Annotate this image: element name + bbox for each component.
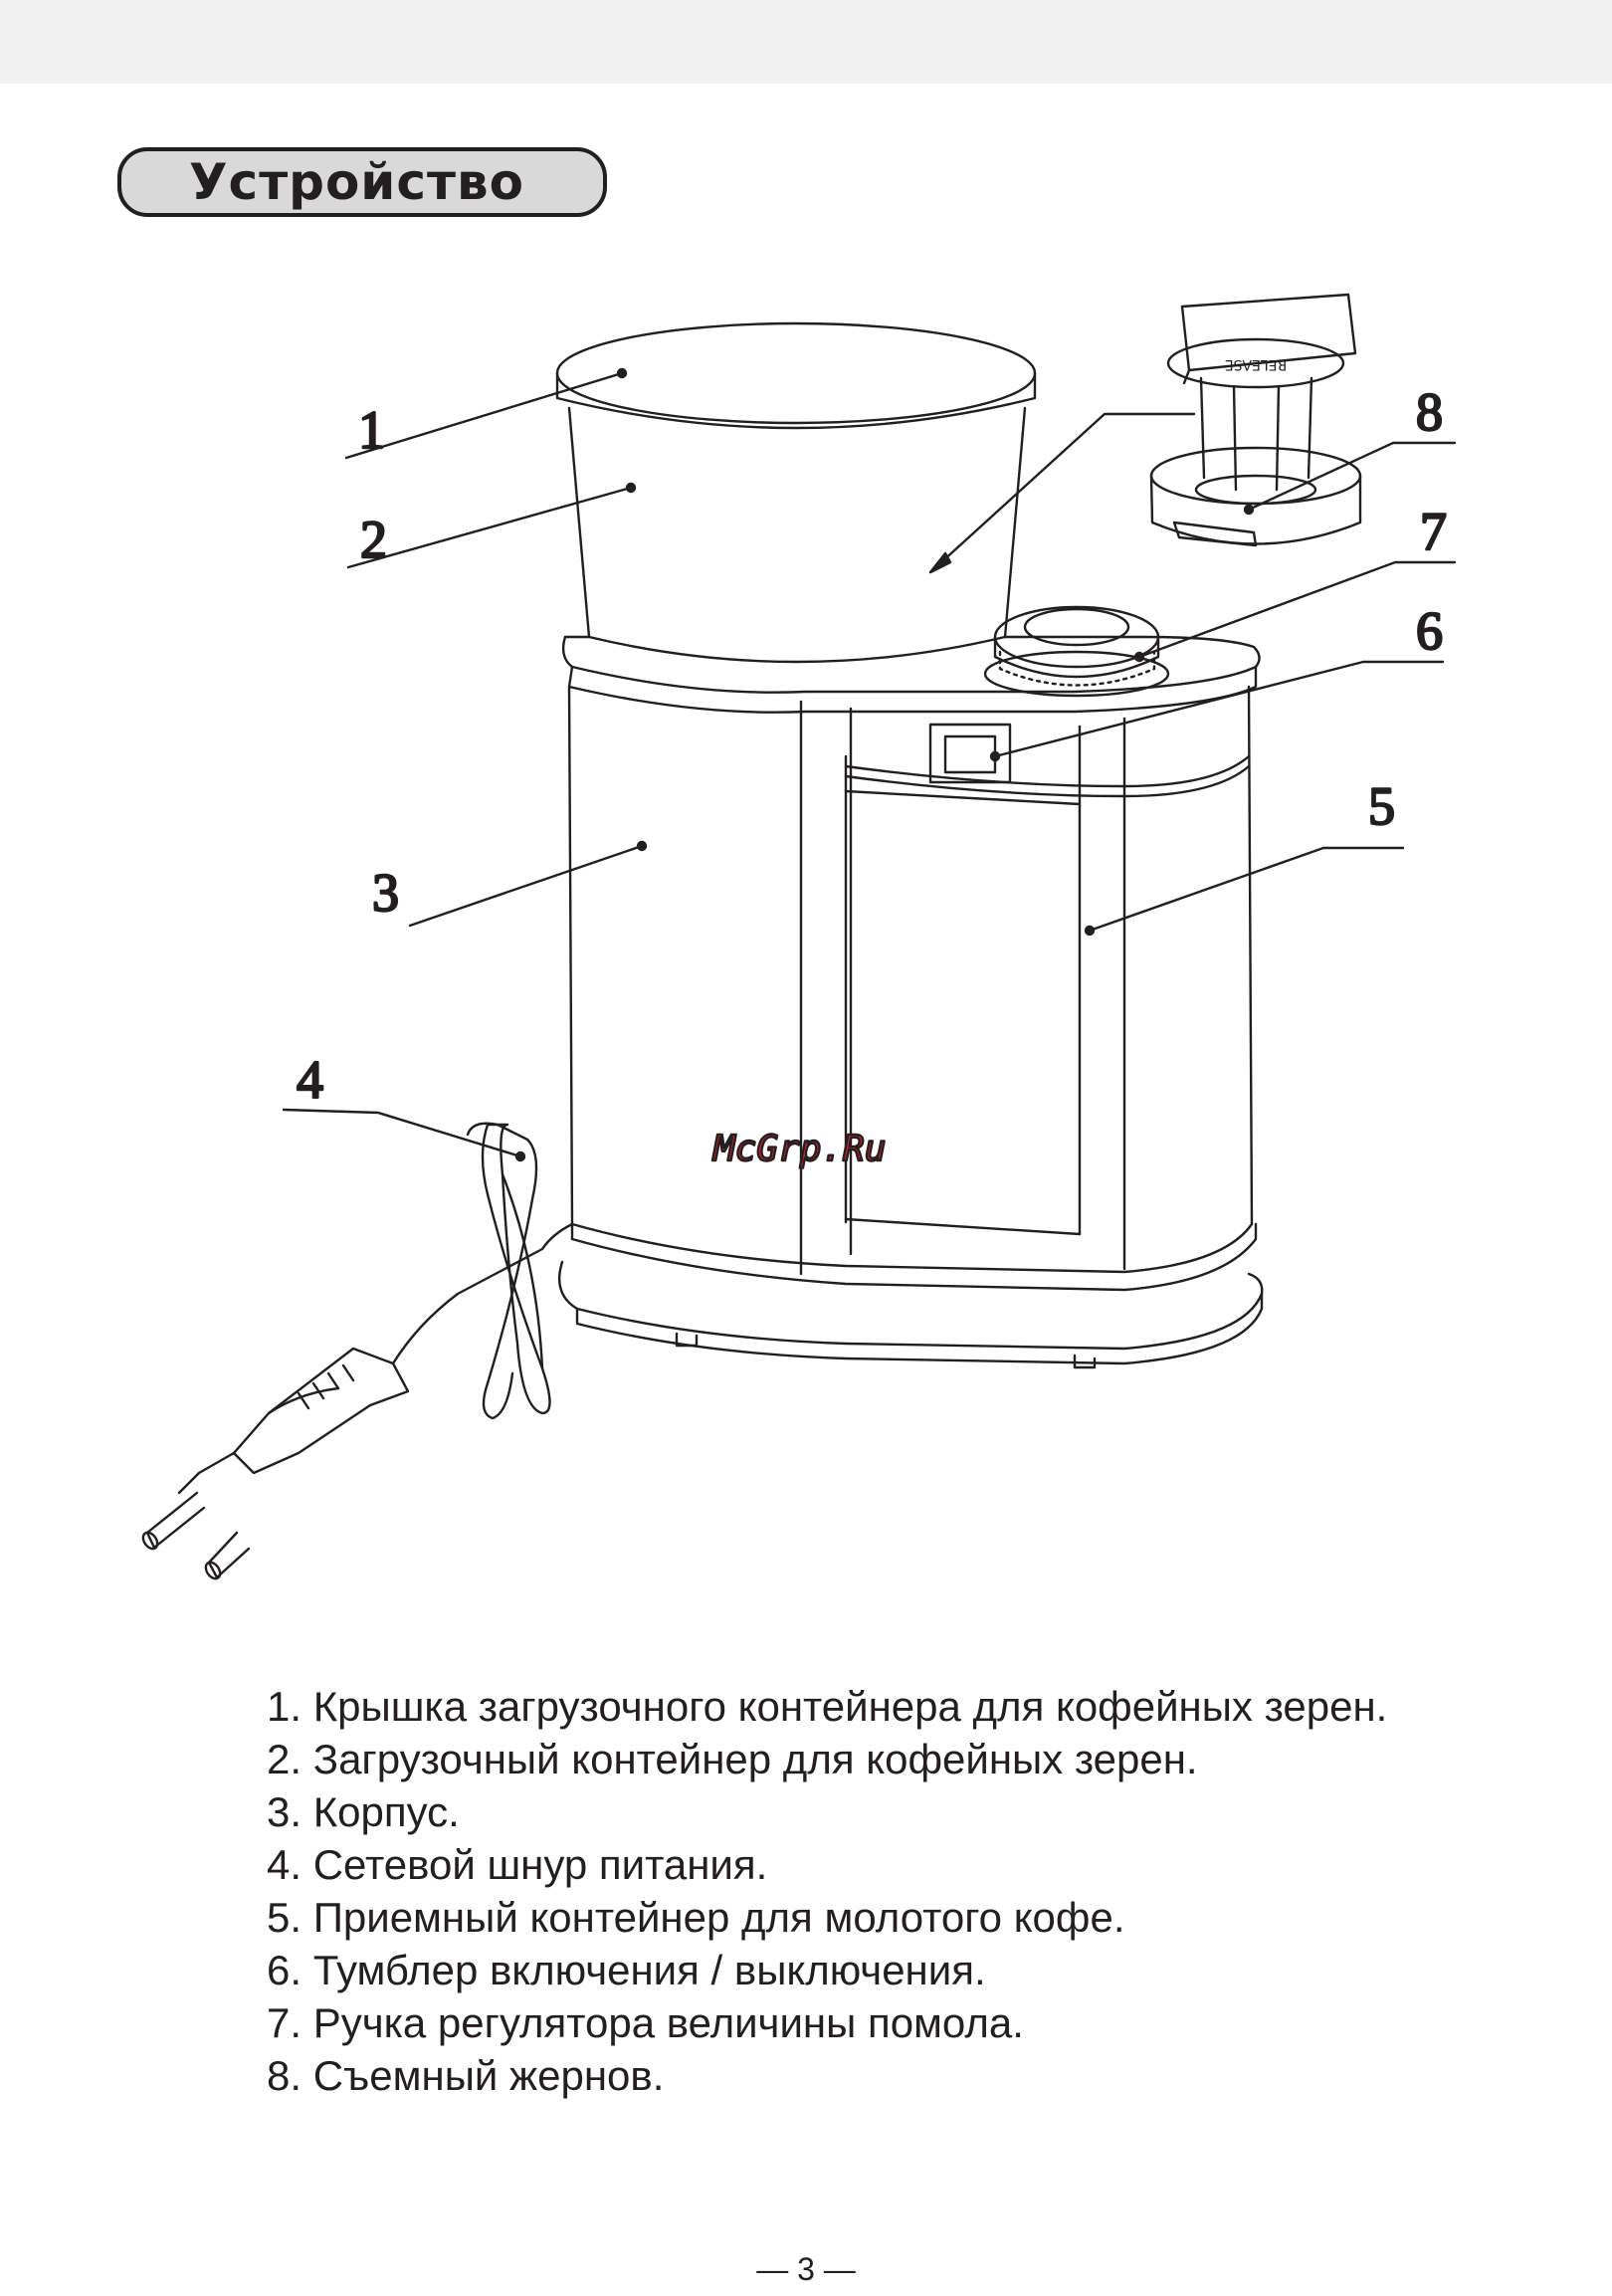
callout-4: 4	[297, 1050, 323, 1110]
burr-release-text: RELEASE	[1225, 356, 1288, 372]
callout-6: 6	[1416, 601, 1443, 661]
callout-2: 2	[360, 510, 387, 569]
callout-7: 7	[1420, 502, 1447, 561]
base-illustration	[557, 1260, 1264, 1369]
parts-list-item: 2. Загрузочный контейнер для кофейных зе…	[267, 1736, 1198, 1782]
leader-lines	[282, 367, 1457, 1162]
parts-list-item: 8. Съемный жернов.	[267, 2052, 665, 2099]
parts-list: 1. Крышка загрузочного контейнера для ко…	[267, 1680, 1387, 2102]
parts-list-item: 1. Крышка загрузочного контейнера для ко…	[267, 1683, 1388, 1730]
section-title: Устройство	[189, 153, 524, 211]
callout-8: 8	[1416, 382, 1443, 442]
grind-knob-illustration	[983, 605, 1170, 698]
top-band	[0, 0, 1612, 84]
parts-list-item: 4. Сетевой шнур питания.	[267, 1841, 768, 1888]
section-tab	[117, 147, 607, 217]
body-top-illustration	[561, 635, 1261, 714]
watermark-text: McGrp.Ru	[711, 1129, 886, 1169]
parts-list-item: 3. Корпус.	[267, 1788, 460, 1835]
bean-container-illustration	[555, 321, 1037, 664]
callout-5: 5	[1368, 776, 1395, 836]
parts-list-item: 7. Ручка регулятора величины помола.	[267, 1999, 1024, 2046]
parts-list-item: 6. Тумблер включения / выключения.	[267, 1947, 986, 1993]
page-number: — 3 —	[756, 2251, 856, 2287]
callout-1: 1	[358, 400, 385, 460]
removable-burr-illustration: RELEASE	[1149, 293, 1362, 547]
body-illustration	[567, 685, 1258, 1292]
callout-3: 3	[372, 863, 399, 923]
parts-list-item: 5. Приемный контейнер для молотого кофе.	[267, 1894, 1125, 1941]
power-cord-illustration	[141, 1122, 574, 1580]
coffee-grinder-diagram: RELEASE	[141, 293, 1457, 1580]
